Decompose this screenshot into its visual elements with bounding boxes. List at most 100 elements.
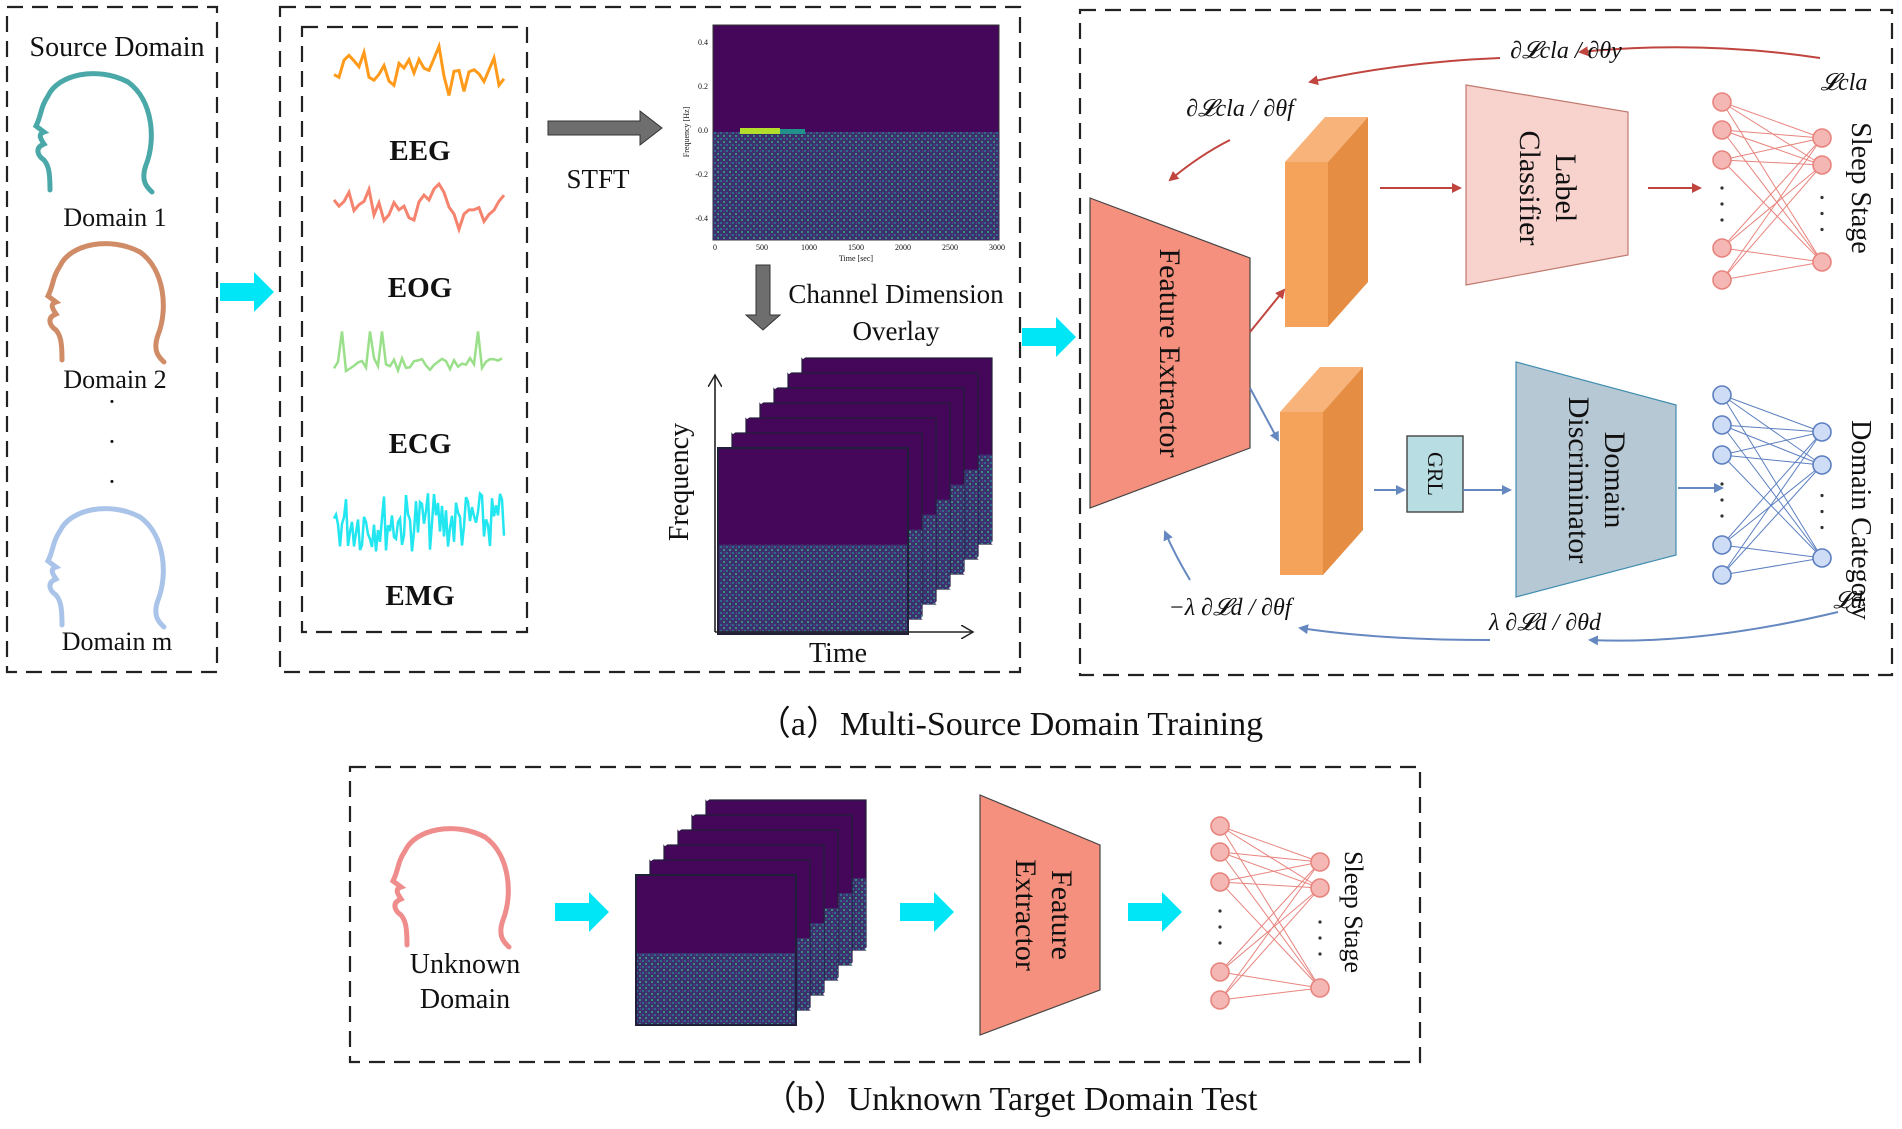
caption-a: （a）Multi-Source Domain Training [757, 705, 1263, 743]
network-node [1712, 385, 1732, 405]
network-edge [1721, 544, 1823, 559]
spectrogram-x-tick: 0 [713, 243, 717, 252]
feature-extractor-label: Feature Extractor [1153, 248, 1186, 457]
test-sleep-stage-network [1210, 816, 1330, 1010]
network-node [1812, 155, 1832, 175]
feature-cube-lower [1280, 367, 1363, 575]
network-node [1712, 270, 1732, 290]
network-ellipsis-dot [1720, 514, 1724, 518]
head-domain-2-icon [44, 241, 167, 365]
network-ellipsis-dot [1820, 509, 1824, 514]
domain-1-label: Domain 1 [63, 203, 166, 232]
domain-2-label: Domain 2 [63, 365, 166, 394]
network-node [1310, 878, 1330, 898]
network-ellipsis-dot [1318, 952, 1322, 956]
network-node [1712, 150, 1732, 170]
network-edge [1219, 971, 1321, 989]
network-ellipsis-dot [1720, 218, 1724, 222]
network-node [1310, 852, 1330, 872]
spectrogram-y-tick: 0.4 [698, 38, 708, 47]
network-edge [1219, 987, 1321, 1001]
network-edge [1219, 887, 1321, 973]
ecg-waveform [332, 331, 503, 375]
grad-cla-f-label: ∂𝓛cla / ∂θf [1186, 96, 1297, 122]
spectrogram-y-tick: -0.2 [695, 170, 708, 179]
network-edge [1721, 431, 1823, 576]
stacked-spectrogram-cube [717, 350, 1000, 636]
overlay-arrow [744, 264, 782, 331]
network-ellipsis-dot [1820, 227, 1824, 232]
network-edge [1721, 431, 1823, 546]
network-edge [1721, 394, 1823, 433]
frequency-axis-label: Frequency [664, 423, 695, 541]
grad-d-d-label: λ ∂𝓛d / ∂θd [1488, 610, 1602, 636]
grad-d-back-arrow [1298, 624, 1491, 641]
cube-edge-tick [677, 822, 846, 982]
head-unknown-domain-icon [389, 826, 512, 950]
loss-cla-back-arrow [1578, 46, 1821, 59]
network-edge [1721, 394, 1823, 466]
cube-edge-tick [773, 380, 972, 576]
spectrogram-x-tick: 500 [756, 243, 768, 252]
network-edge [1219, 851, 1321, 863]
network-node [1812, 422, 1832, 442]
network-ellipsis-dot [1720, 186, 1724, 190]
cube-edge-tick [801, 350, 1000, 546]
network-node [1712, 120, 1732, 140]
network-ellipsis-dot [1218, 909, 1222, 913]
network-ellipsis-dot [1820, 525, 1824, 530]
network-edge [1219, 861, 1321, 973]
cyan-arrow-2 [1022, 317, 1076, 357]
cube-front-outline [635, 874, 797, 1026]
test-panel: Unknown Domain Feature Extractor Sleep S… [389, 792, 1368, 1036]
spectrogram-y-title: Frequency [Hz] [682, 106, 691, 157]
cyan-arrow-4 [900, 892, 954, 932]
test-spectrogram-cube [635, 792, 874, 1027]
grad-y-back-arrow [1308, 57, 1501, 86]
fe-to-upper-arrow [1249, 288, 1286, 333]
network-edge [1721, 137, 1823, 161]
time-axis-label: Time [809, 638, 867, 669]
domain-discriminator-block [1515, 361, 1677, 598]
network-edge [1219, 861, 1321, 1001]
network-edge [1219, 861, 1321, 883]
test-frame [348, 765, 1422, 1064]
network-node [1712, 238, 1732, 258]
spectrogram-bottom-half [713, 132, 999, 240]
network-node [1210, 990, 1230, 1010]
network-node [1712, 445, 1732, 465]
cyan-arrow-1 [220, 272, 274, 312]
network-edge [1721, 464, 1823, 546]
cube-front-outline [717, 447, 909, 635]
cube-edge-tick [691, 807, 860, 967]
source-domain-frame [5, 5, 219, 674]
eog-waveform [332, 181, 506, 235]
domain-category-label: Domain Category [1845, 420, 1876, 620]
network-ellipsis-dot [1720, 498, 1724, 502]
training-panel: Feature Extractor Label Classifier Domai… [1089, 38, 1876, 646]
network-edge [1721, 137, 1823, 249]
network-node [1210, 842, 1230, 862]
network-ellipsis-dot [1820, 211, 1824, 216]
emg-waveform [332, 491, 506, 552]
network-edge [1721, 101, 1823, 263]
loss-d-back-arrow [1588, 611, 1839, 646]
network-node [1712, 415, 1732, 435]
panel-a-frames [5, 5, 1894, 677]
grl-label: GRL [1423, 452, 1448, 496]
cube-edge-tick [705, 792, 874, 952]
network-node [1812, 455, 1832, 475]
cube-edge-tick [787, 365, 986, 561]
overlay-label-line1: Channel Dimension [788, 279, 1004, 309]
network-edge [1721, 247, 1823, 263]
unknown-domain-line1: Unknown [410, 949, 520, 980]
stft-label: STFT [566, 164, 630, 194]
grl-block [1406, 435, 1464, 513]
grad-d-f-label: −λ ∂𝓛d / ∂θf [1169, 595, 1295, 621]
network-node [1712, 92, 1732, 112]
spectrogram-y-tick: 0.0 [698, 126, 708, 135]
label-classifier-line1: Label [1549, 154, 1582, 222]
cube-edge-tick [759, 395, 958, 591]
cube-edge-tick [649, 852, 818, 1012]
preprocess-frame [278, 5, 1022, 674]
